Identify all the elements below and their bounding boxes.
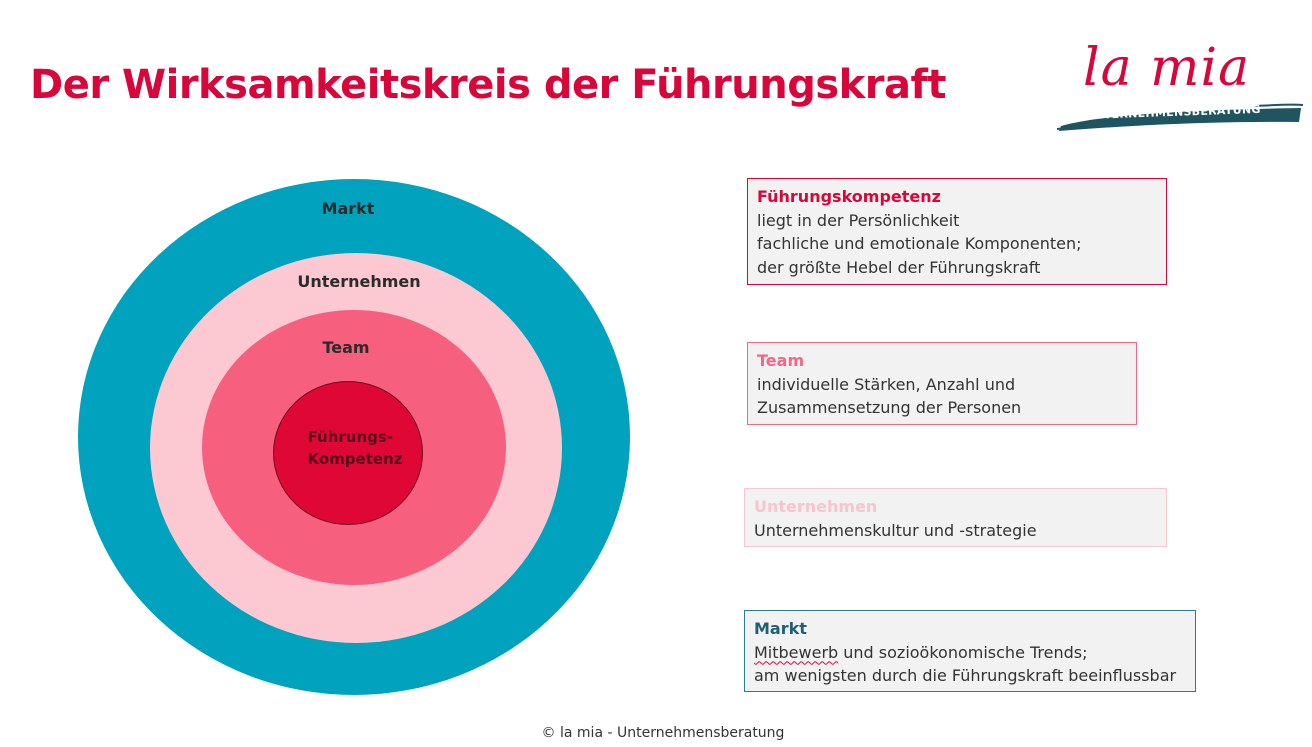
box-title: Unternehmen <box>754 497 878 516</box>
info-box-unternehmen: Unternehmen Unternehmenskultur und -stra… <box>744 488 1167 547</box>
box-line: Unternehmenskultur und -strategie <box>754 520 1037 540</box>
label-markt: Markt <box>321 199 375 218</box>
box-title: Markt <box>754 619 807 638</box>
box-line: individuelle Stärken, Anzahl und <box>757 374 1016 394</box>
core-label-line2: Kompetenz <box>307 450 403 468</box>
logo-brush-band <box>1056 103 1304 131</box>
label-unternehmen: Unternehmen <box>297 272 421 291</box>
footer-copyright: © la mia - Unternehmensberatung <box>541 725 785 741</box>
logo-script-text: la mia <box>1083 38 1251 98</box>
circle-fuehrungskompetenz <box>273 381 423 525</box>
box-line: der größte Hebel der Führungskraft <box>757 257 1041 277</box>
label-team: Team <box>322 338 370 357</box>
box-line: am wenigsten durch die Führungskraft bee… <box>754 666 1177 685</box>
info-box-markt: Markt Mitbewerb und sozioökonomische Tre… <box>744 610 1196 692</box>
core-label-line1: Führungs- <box>307 428 394 446</box>
box-line-rest: und sozioökonomische Trends; <box>838 642 1088 662</box>
label-fuehrungskompetenz: Führungs- Kompetenz <box>308 426 403 470</box>
info-box-fuehrungskompetenz: Führungskompetenz liegt in der Persönlic… <box>747 178 1167 285</box>
box-line: fachliche und emotionale Komponenten; <box>757 234 1082 253</box>
box-title: Team <box>757 351 805 370</box>
company-logo: la mia UNTERNEHMENSBERATUNG <box>1055 38 1305 138</box>
box-title: Führungskompetenz <box>757 187 941 206</box>
box-line: Zusammensetzung der Personen <box>757 398 1022 417</box>
spellcheck-word: Mitbewerb <box>754 642 839 662</box>
info-box-team: Team individuelle Stärken, Anzahl und Zu… <box>747 342 1137 425</box>
page-title: Der Wirksamkeitskreis der Führungskraft <box>30 62 947 108</box>
box-line: Mitbewerb und sozioökonomische Trends; <box>754 641 1186 665</box>
box-line: liegt in der Persönlichkeit <box>757 210 960 230</box>
